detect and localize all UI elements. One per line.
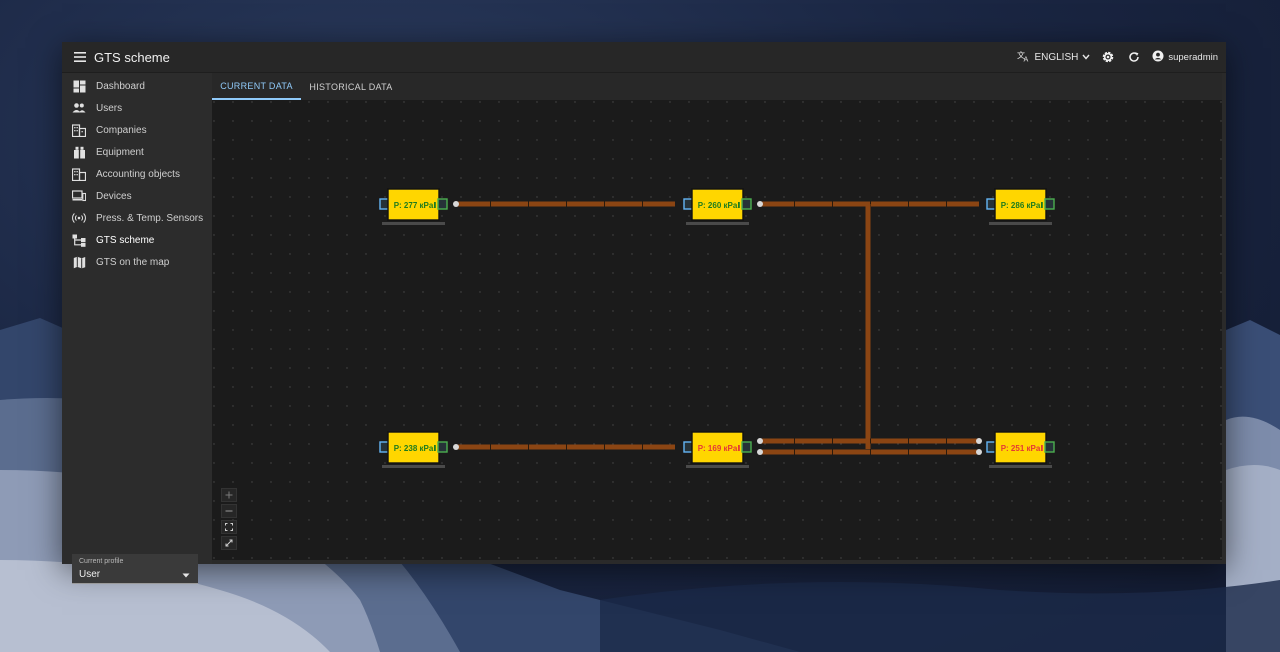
node-pressure-label: P: 260 кPa [698,201,738,210]
pipe-connector-dot [757,438,763,444]
node-pressure-label: P: 238 кPa [394,444,434,453]
sidebar-item-label: Dashboard [96,81,145,92]
sidebar-item-label: Companies [96,125,147,136]
sidebar-item-label: Devices [96,191,132,202]
sidebar-item-label: GTS scheme [96,235,154,246]
users-icon [72,101,86,115]
sidebar-item-label: Accounting objects [96,169,180,180]
sidebar-item-gts-map[interactable]: GTS on the map [62,252,212,272]
pressure-node[interactable]: P: 251 кPa [987,432,1054,468]
node-shadow-bar [382,465,445,468]
username-label: superadmin [1168,52,1218,63]
zoom-out-button[interactable] [221,504,237,518]
sidebar-item-gts-scheme[interactable]: GTS scheme [62,230,212,250]
current-profile-select[interactable]: Current profile User [72,554,198,584]
outlet-port[interactable] [742,442,751,452]
node-status-bar-icon [1041,202,1043,208]
language-selector[interactable]: 文 A ENGLISH [1017,50,1090,65]
pipe-connector-dot [453,444,459,450]
outlet-port[interactable] [438,442,447,452]
user-menu[interactable]: superadmin [1152,50,1218,65]
tab-historical-data[interactable]: HISTORICAL DATA [301,73,401,100]
sidebar-item-sensors[interactable]: Press. & Temp. Sensors [62,208,212,228]
tab-bar: CURRENT DATA HISTORICAL DATA [212,73,1222,100]
sidebar-item-devices[interactable]: Devices [62,186,212,206]
translate-icon: 文 A [1017,50,1030,65]
pipe-connector-dot [976,449,982,455]
sidebar-item-users[interactable]: Users [62,98,212,118]
node-status-bar-icon [738,445,740,451]
node-status-bar-icon [1041,445,1043,451]
dashboard-icon [72,79,86,93]
scheme-canvas[interactable]: P: 277 кPa P: 260 кPa [212,100,1222,560]
appbar-actions: 文 A ENGLISH [1017,42,1218,72]
sidebar-item-companies[interactable]: Companies [62,120,212,140]
pipe-connector-dot [757,201,763,207]
settings-gear-icon[interactable] [1100,49,1116,65]
pipe-connector-dot [453,201,459,207]
node-pressure-label: P: 169 кPa [698,444,738,453]
node-shadow-bar [686,222,749,225]
sidebar: Dashboard Users Companies Equipment Acco… [62,73,212,564]
fullscreen-icon [225,534,233,552]
node-shadow-bar [382,222,445,225]
sidebar-item-equipment[interactable]: Equipment [62,142,212,162]
node-pressure-label: P: 286 кPa [1001,201,1041,210]
pressure-node[interactable]: P: 286 кPa [987,189,1054,225]
tab-current-data[interactable]: CURRENT DATA [212,73,301,100]
gts-scheme-diagram: P: 277 кPa P: 260 кPa [212,100,1222,560]
sidebar-item-label: Press. & Temp. Sensors [96,213,203,224]
pipe-connector-dot [757,449,763,455]
node-status-bar-icon [738,202,740,208]
zoom-in-button[interactable] [221,488,237,502]
pressure-node[interactable]: P: 169 кPa [684,432,751,468]
chevron-down-icon [1082,52,1090,63]
pressure-node[interactable]: P: 238 кPa [380,432,447,468]
current-profile-value: User [79,569,100,580]
accounting-icon [72,167,86,181]
outlet-port[interactable] [438,199,447,209]
node-status-bar-icon [434,445,436,451]
sensors-icon [72,211,86,225]
equipment-icon [72,145,86,159]
dropdown-arrow-icon [182,565,190,583]
companies-icon [72,123,86,137]
sidebar-item-label: Users [96,103,122,114]
scheme-icon [72,233,86,247]
node-pressure-label: P: 277 кPa [394,201,434,210]
fit-view-button[interactable] [221,520,237,534]
sidebar-item-accounting-objects[interactable]: Accounting objects [62,164,212,184]
pressure-node[interactable]: P: 277 кPa [380,189,447,225]
node-shadow-bar [989,222,1052,225]
outlet-port[interactable] [1045,199,1054,209]
current-profile-label: Current profile [79,558,123,565]
node-shadow-bar [989,465,1052,468]
outlet-port[interactable] [742,199,751,209]
pipe-connector-dot [976,438,982,444]
sidebar-item-label: GTS on the map [96,257,169,268]
outlet-port[interactable] [1045,442,1054,452]
node-pressure-label: P: 251 кPa [1001,444,1041,453]
pressure-node[interactable]: P: 260 кPa [684,189,751,225]
sidebar-item-label: Equipment [96,147,144,158]
language-label: ENGLISH [1034,52,1078,63]
node-status-bar-icon [434,202,436,208]
sidebar-item-dashboard[interactable]: Dashboard [62,76,212,96]
main-content: CURRENT DATA HISTORICAL DATA [212,73,1222,560]
menu-icon[interactable] [72,49,88,65]
refresh-icon[interactable] [1126,49,1142,65]
svg-text:A: A [1024,55,1029,62]
map-icon [72,255,86,269]
account-circle-icon [1152,50,1164,65]
fullscreen-button[interactable] [221,536,237,550]
app-bar: GTS scheme 文 A ENGLISH [62,42,1226,73]
devices-icon [72,189,86,203]
app-window: GTS scheme 文 A ENGLISH [62,42,1226,564]
page-title: GTS scheme [94,50,170,65]
node-shadow-bar [686,465,749,468]
canvas-grid [212,100,1222,560]
